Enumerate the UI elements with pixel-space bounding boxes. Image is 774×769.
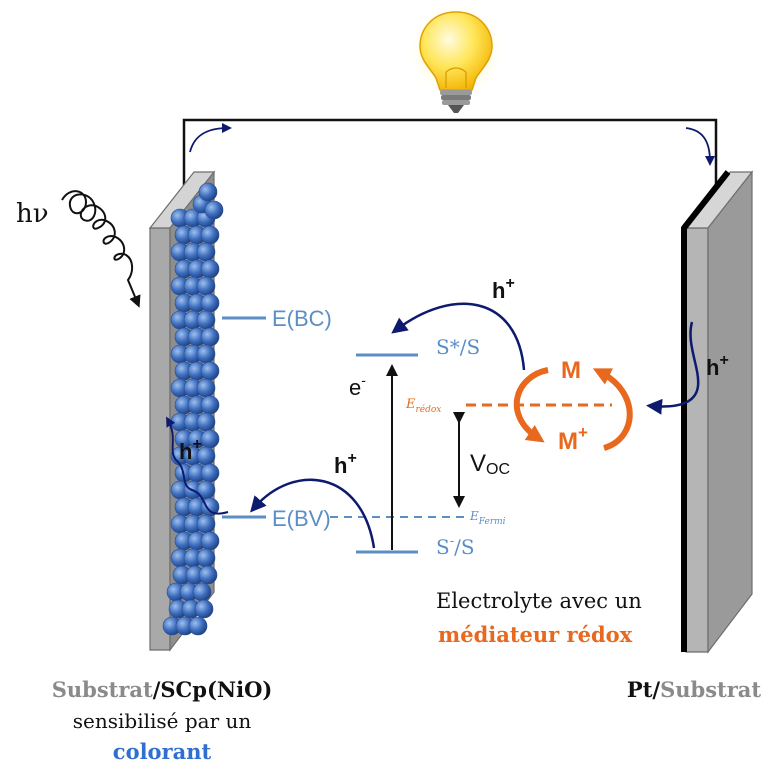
- circuit-arrow-left: [189, 123, 232, 153]
- nanoparticle: [196, 514, 216, 534]
- nanoparticle: [196, 412, 216, 432]
- h-plus-top-label: h+: [492, 275, 515, 303]
- h-plus-middle-label: h+: [334, 450, 357, 478]
- nanoparticle: [200, 429, 220, 449]
- voc-label: VOC: [470, 450, 510, 478]
- e-redox-label: Erédox: [405, 397, 441, 415]
- right-substrate: [681, 170, 754, 654]
- nanoparticle: [196, 378, 216, 398]
- e-bv-label: E(BV): [272, 506, 331, 531]
- electrolyte-caption-line2: médiateur rédox: [438, 622, 633, 647]
- hole-arrow-dye-to-bv: [250, 478, 376, 549]
- nanoparticle: [200, 395, 220, 415]
- nanoparticle: [196, 344, 216, 364]
- m-label: M: [561, 357, 581, 384]
- s-star-label: S*/S: [436, 335, 480, 359]
- nanoparticle: [196, 310, 216, 330]
- nanoparticle: [200, 531, 220, 551]
- nanoparticle: [196, 548, 216, 568]
- nanoparticle: [196, 276, 216, 296]
- nanoparticle: [198, 182, 218, 202]
- e-fermi-label: EFermi: [469, 509, 506, 527]
- hole-arrow-mediator-to-dye: [391, 302, 526, 371]
- nanoparticle: [194, 599, 214, 619]
- left-caption-line2: sensibilisé par un: [73, 709, 252, 733]
- m-plus-label: M+: [558, 423, 588, 455]
- nanoparticle: [198, 565, 218, 585]
- wavy-photon-icon: [61, 190, 141, 308]
- redox-cycle-arrow-left: [513, 367, 549, 443]
- s-minus-label: S-/S: [436, 534, 475, 559]
- electrolyte-caption-line1: Electrolyte avec un: [436, 589, 642, 613]
- nanoparticle: [200, 225, 220, 245]
- hole-arrow-electrode-to-mediator: [646, 321, 700, 415]
- nanoparticle: [200, 259, 220, 279]
- left-caption-line3: colorant: [113, 739, 212, 764]
- circuit-wire: [182, 118, 718, 208]
- left-caption-line1: Substrat/SCp(NiO): [52, 677, 273, 702]
- nanoparticle: [200, 293, 220, 313]
- photon-label: hν: [16, 199, 49, 229]
- nanoparticle: [188, 616, 208, 636]
- h-plus-left-label: h+: [179, 436, 202, 464]
- platinum-layer: [681, 170, 731, 652]
- nanoparticle: [200, 361, 220, 381]
- nanoparticle: [200, 327, 220, 347]
- e-minus-label: e-: [349, 372, 366, 400]
- e-bc-label: E(BC): [272, 306, 332, 331]
- nanoparticle: [196, 242, 216, 262]
- redox-cycle-arrow-right: [592, 368, 633, 451]
- light-bulb-icon: [410, 4, 502, 113]
- circuit-arrow-right: [685, 127, 715, 166]
- nanoparticle: [204, 200, 224, 220]
- nanoparticle: [192, 582, 212, 602]
- h-plus-right-label: h+: [706, 352, 729, 380]
- hole-arrow-in-layer: [166, 416, 229, 515]
- right-caption: Pt/Substrat: [627, 677, 761, 702]
- nanoparticle: [200, 463, 220, 483]
